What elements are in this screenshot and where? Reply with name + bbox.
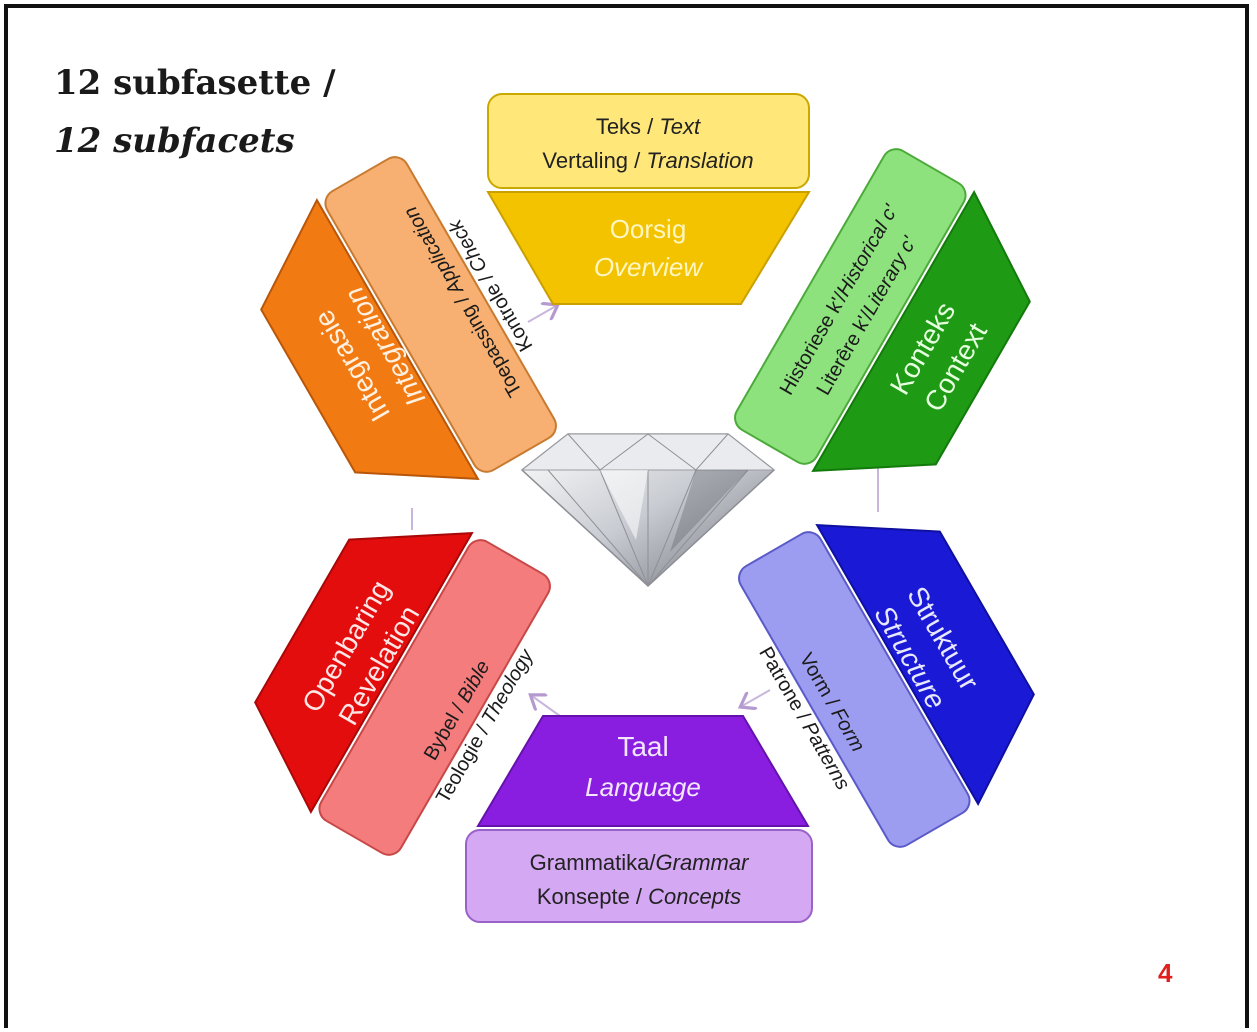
facet-language: Taal Language Grammatika/Grammar Konsept… (465, 715, 813, 923)
structure-main-trapezoid (815, 523, 1035, 807)
page-number: 4 (1158, 958, 1173, 988)
revelation-main-trapezoid (254, 531, 474, 815)
revelation-sub-box (318, 539, 551, 856)
title-line-1: 12 subfasette / (54, 63, 336, 103)
integration-main-trapezoid (260, 197, 480, 481)
facet-overview: Teks / Text Vertaling / Translation Oors… (486, 93, 811, 305)
facet-structure: Vorm / Form Patrone / Patterns Struktuur… (738, 523, 1035, 848)
title-line-2: 12 subfacets (54, 121, 295, 161)
integration-sub-box (324, 156, 557, 473)
arrow-integration-to-overview (527, 306, 556, 323)
structure-sub-box (738, 531, 971, 848)
overview-main-trapezoid (486, 191, 811, 305)
language-sub-box (465, 829, 813, 923)
arrow-structure-to-language (742, 689, 771, 706)
language-main-en: Language (585, 772, 701, 802)
context-sub-box (734, 148, 967, 465)
language-main-trapezoid (476, 715, 810, 827)
overview-sub-box (487, 93, 810, 189)
overview-sub-line-2: Vertaling / Translation (542, 148, 753, 173)
facet-revelation: Bybel / Bible Teologie / Theology Openba… (254, 531, 551, 856)
overview-main-af: Oorsig (610, 214, 687, 244)
language-main-af: Taal (617, 731, 668, 762)
language-sub-line-1: Grammatika/Grammar (530, 850, 750, 875)
facet-context: Historiese k'/Historical c' Literêre k'/… (734, 148, 1031, 473)
context-main-trapezoid (811, 189, 1031, 473)
arrow-language-to-revelation (532, 696, 561, 717)
connector-arrows (411, 306, 879, 717)
language-sub-line-2: Konsepte / Concepts (537, 884, 741, 909)
diamond-icon (520, 433, 776, 588)
overview-sub-line-1: Teks / Text (596, 114, 701, 139)
overview-main-en: Overview (594, 252, 705, 282)
slide-title: 12 subfasette / 12 subfacets (54, 54, 336, 170)
